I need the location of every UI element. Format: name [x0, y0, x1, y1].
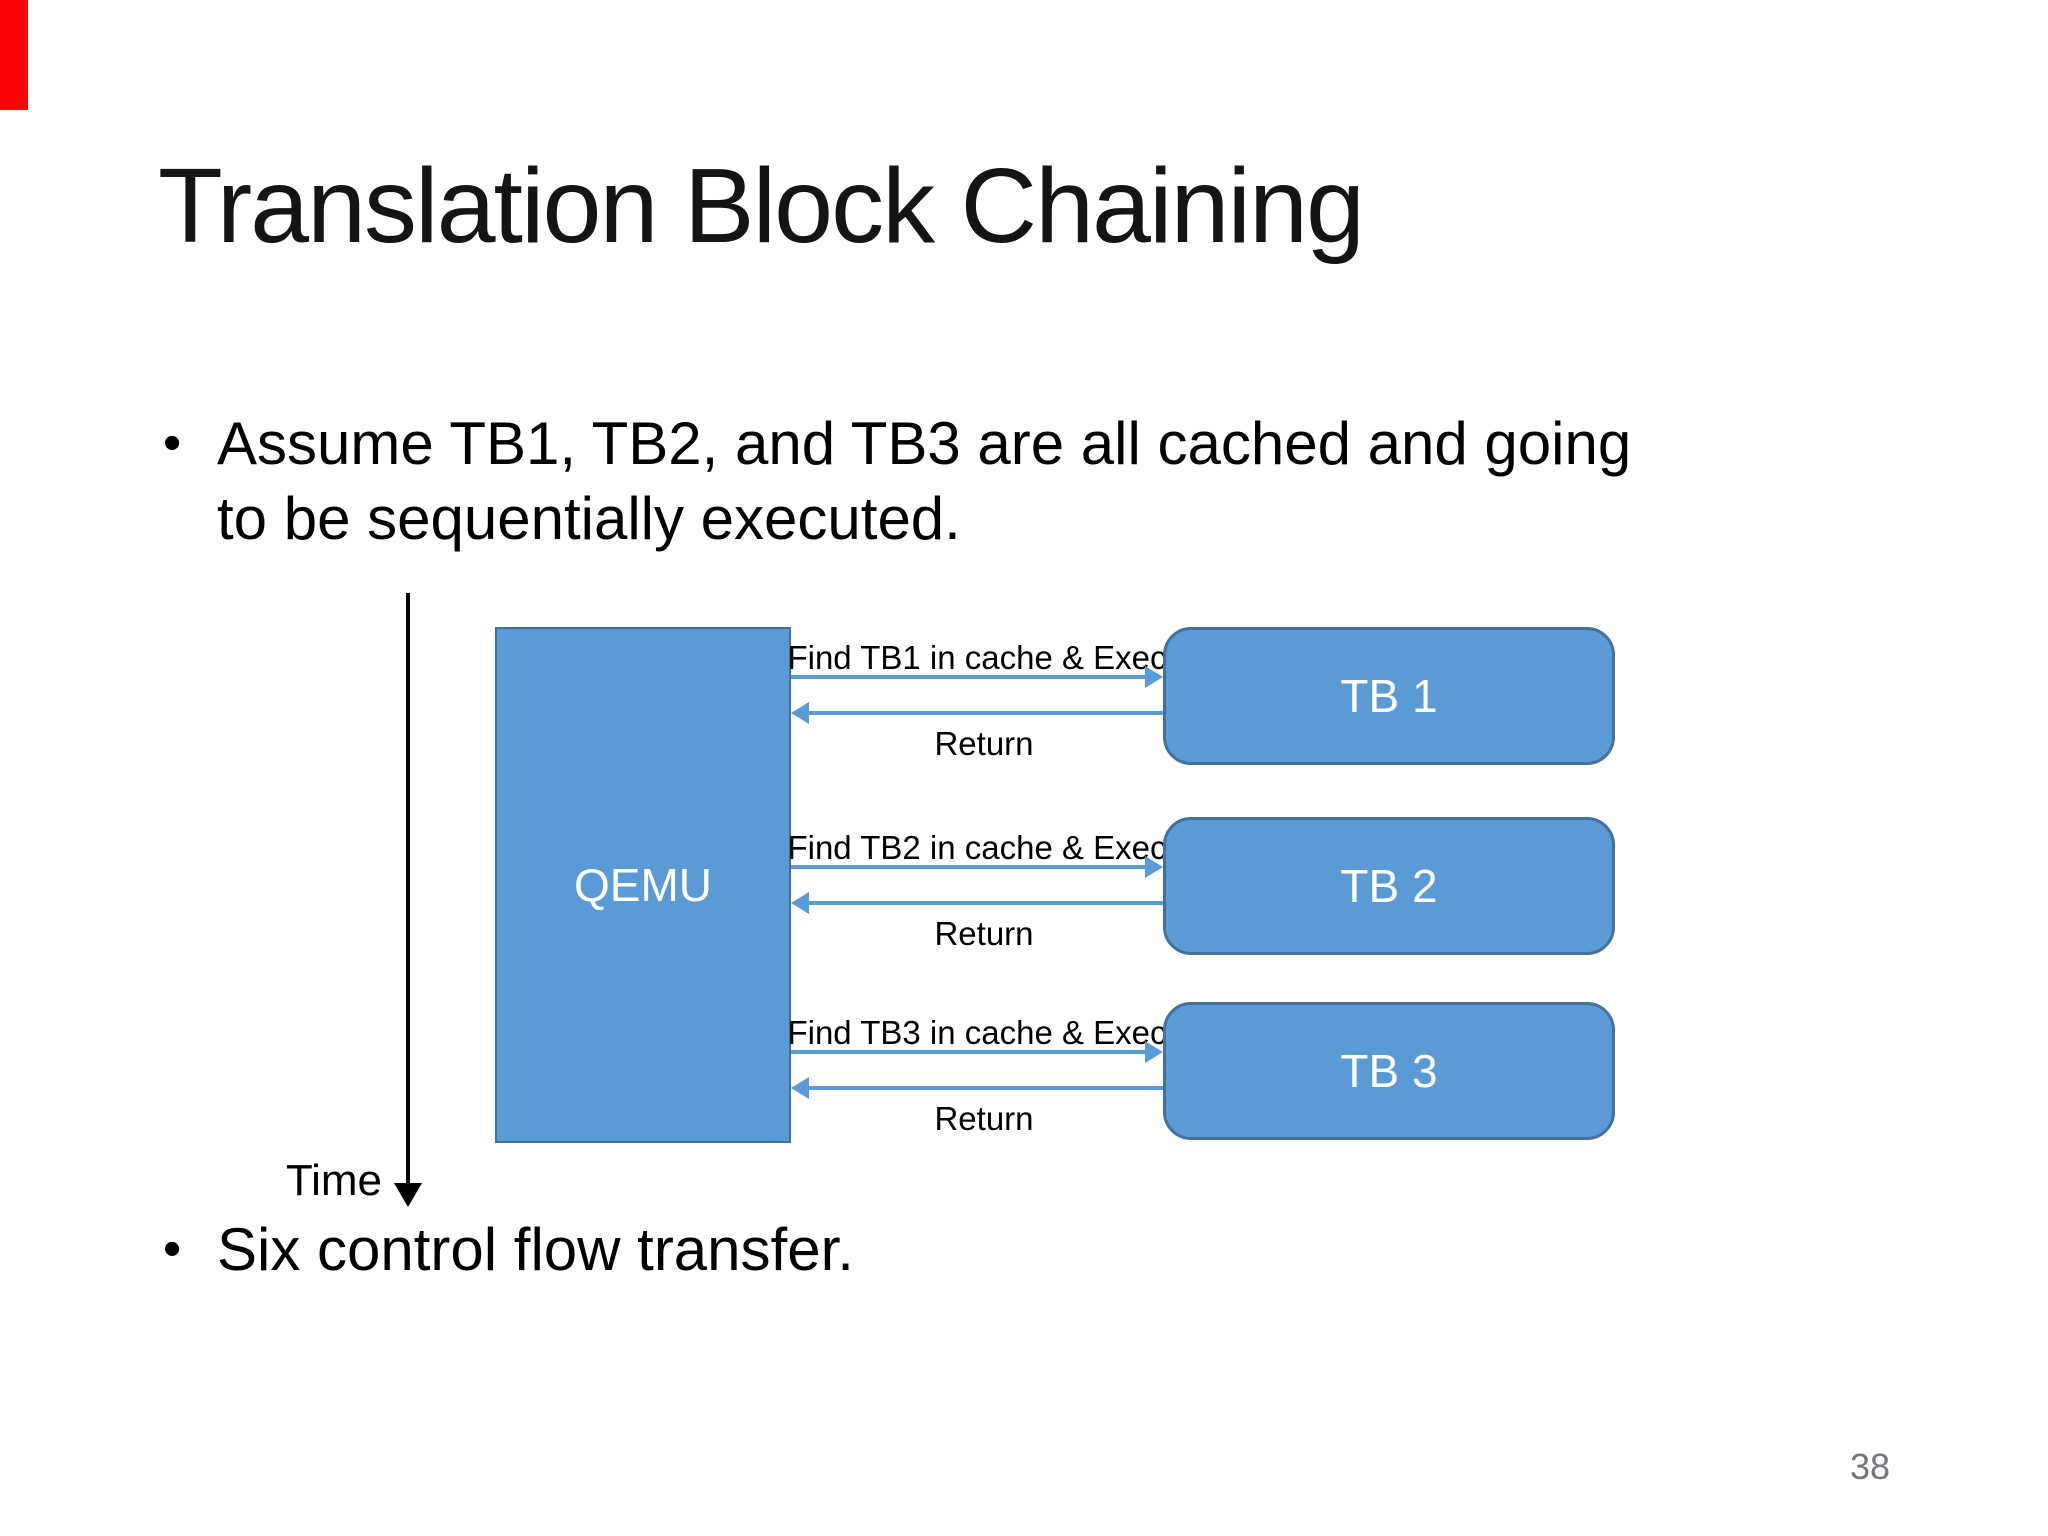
- return-arrow-line: [809, 711, 1163, 715]
- bullet-item-assumption: • Assume TB1, TB2, and TB3 are all cache…: [163, 406, 1863, 556]
- return-arrow-label: Return: [934, 1100, 1034, 1137]
- bullet-text: Six control flow transfer.: [217, 1216, 854, 1283]
- bullet-text: Assume TB1, TB2, and TB3 are all cached …: [217, 406, 1631, 556]
- forward-arrow-line: [791, 675, 1147, 679]
- return-arrow-line: [809, 1086, 1163, 1090]
- tb2-box-label: TB 2: [1340, 860, 1438, 912]
- forward-arrow-label: Find TB3 in cache & Exec: [787, 1014, 1167, 1051]
- forward-arrow-label: Find TB1 in cache & Exec: [787, 639, 1167, 676]
- bullet-line-2: to be sequentially executed.: [217, 485, 961, 552]
- return-arrowhead-icon: [791, 702, 809, 724]
- time-axis-arrowhead-icon: [394, 1183, 422, 1207]
- tb2-box: TB 2: [1163, 817, 1615, 955]
- forward-arrowhead-icon: [1145, 666, 1163, 688]
- tb3-box-label: TB 3: [1340, 1045, 1438, 1097]
- tb3-box: TB 3: [1163, 1002, 1615, 1140]
- page-number: 38: [1850, 1446, 1891, 1487]
- bullet-icon: •: [163, 414, 182, 472]
- bullet-item-conclusion: • Six control flow transfer.: [163, 1212, 1863, 1287]
- recording-indicator-bar: [0, 0, 28, 110]
- tb1-box-label: TB 1: [1340, 670, 1438, 722]
- return-arrowhead-icon: [791, 892, 809, 914]
- slide-title: Translation Block Chaining: [158, 147, 1365, 265]
- return-arrow-line: [809, 901, 1163, 905]
- bullet-icon: •: [163, 1220, 182, 1278]
- return-arrow-label: Return: [934, 915, 1034, 952]
- return-arrowhead-icon: [791, 1077, 809, 1099]
- diagram-row-tb3: Find TB3 in cache & Exec Return TB 3: [0, 1002, 2048, 1144]
- qemu-box-label: QEMU: [574, 859, 712, 911]
- forward-arrowhead-icon: [1145, 1041, 1163, 1063]
- qemu-box: QEMU: [495, 627, 791, 1143]
- time-axis-label: Time: [285, 1156, 382, 1205]
- forward-arrowhead-icon: [1145, 856, 1163, 878]
- forward-arrow-label: Find TB2 in cache & Exec: [787, 829, 1167, 866]
- time-axis-line: [406, 593, 410, 1185]
- tb1-box: TB 1: [1163, 627, 1615, 765]
- diagram-row-tb1: Find TB1 in cache & Exec Return TB 1: [0, 627, 2048, 769]
- return-arrow-label: Return: [934, 725, 1034, 762]
- forward-arrow-line: [791, 1050, 1147, 1054]
- forward-arrow-line: [791, 865, 1147, 869]
- bullet-line-1: Assume TB1, TB2, and TB3 are all cached …: [217, 410, 1632, 477]
- diagram-row-tb2: Find TB2 in cache & Exec Return TB 2: [0, 817, 2048, 959]
